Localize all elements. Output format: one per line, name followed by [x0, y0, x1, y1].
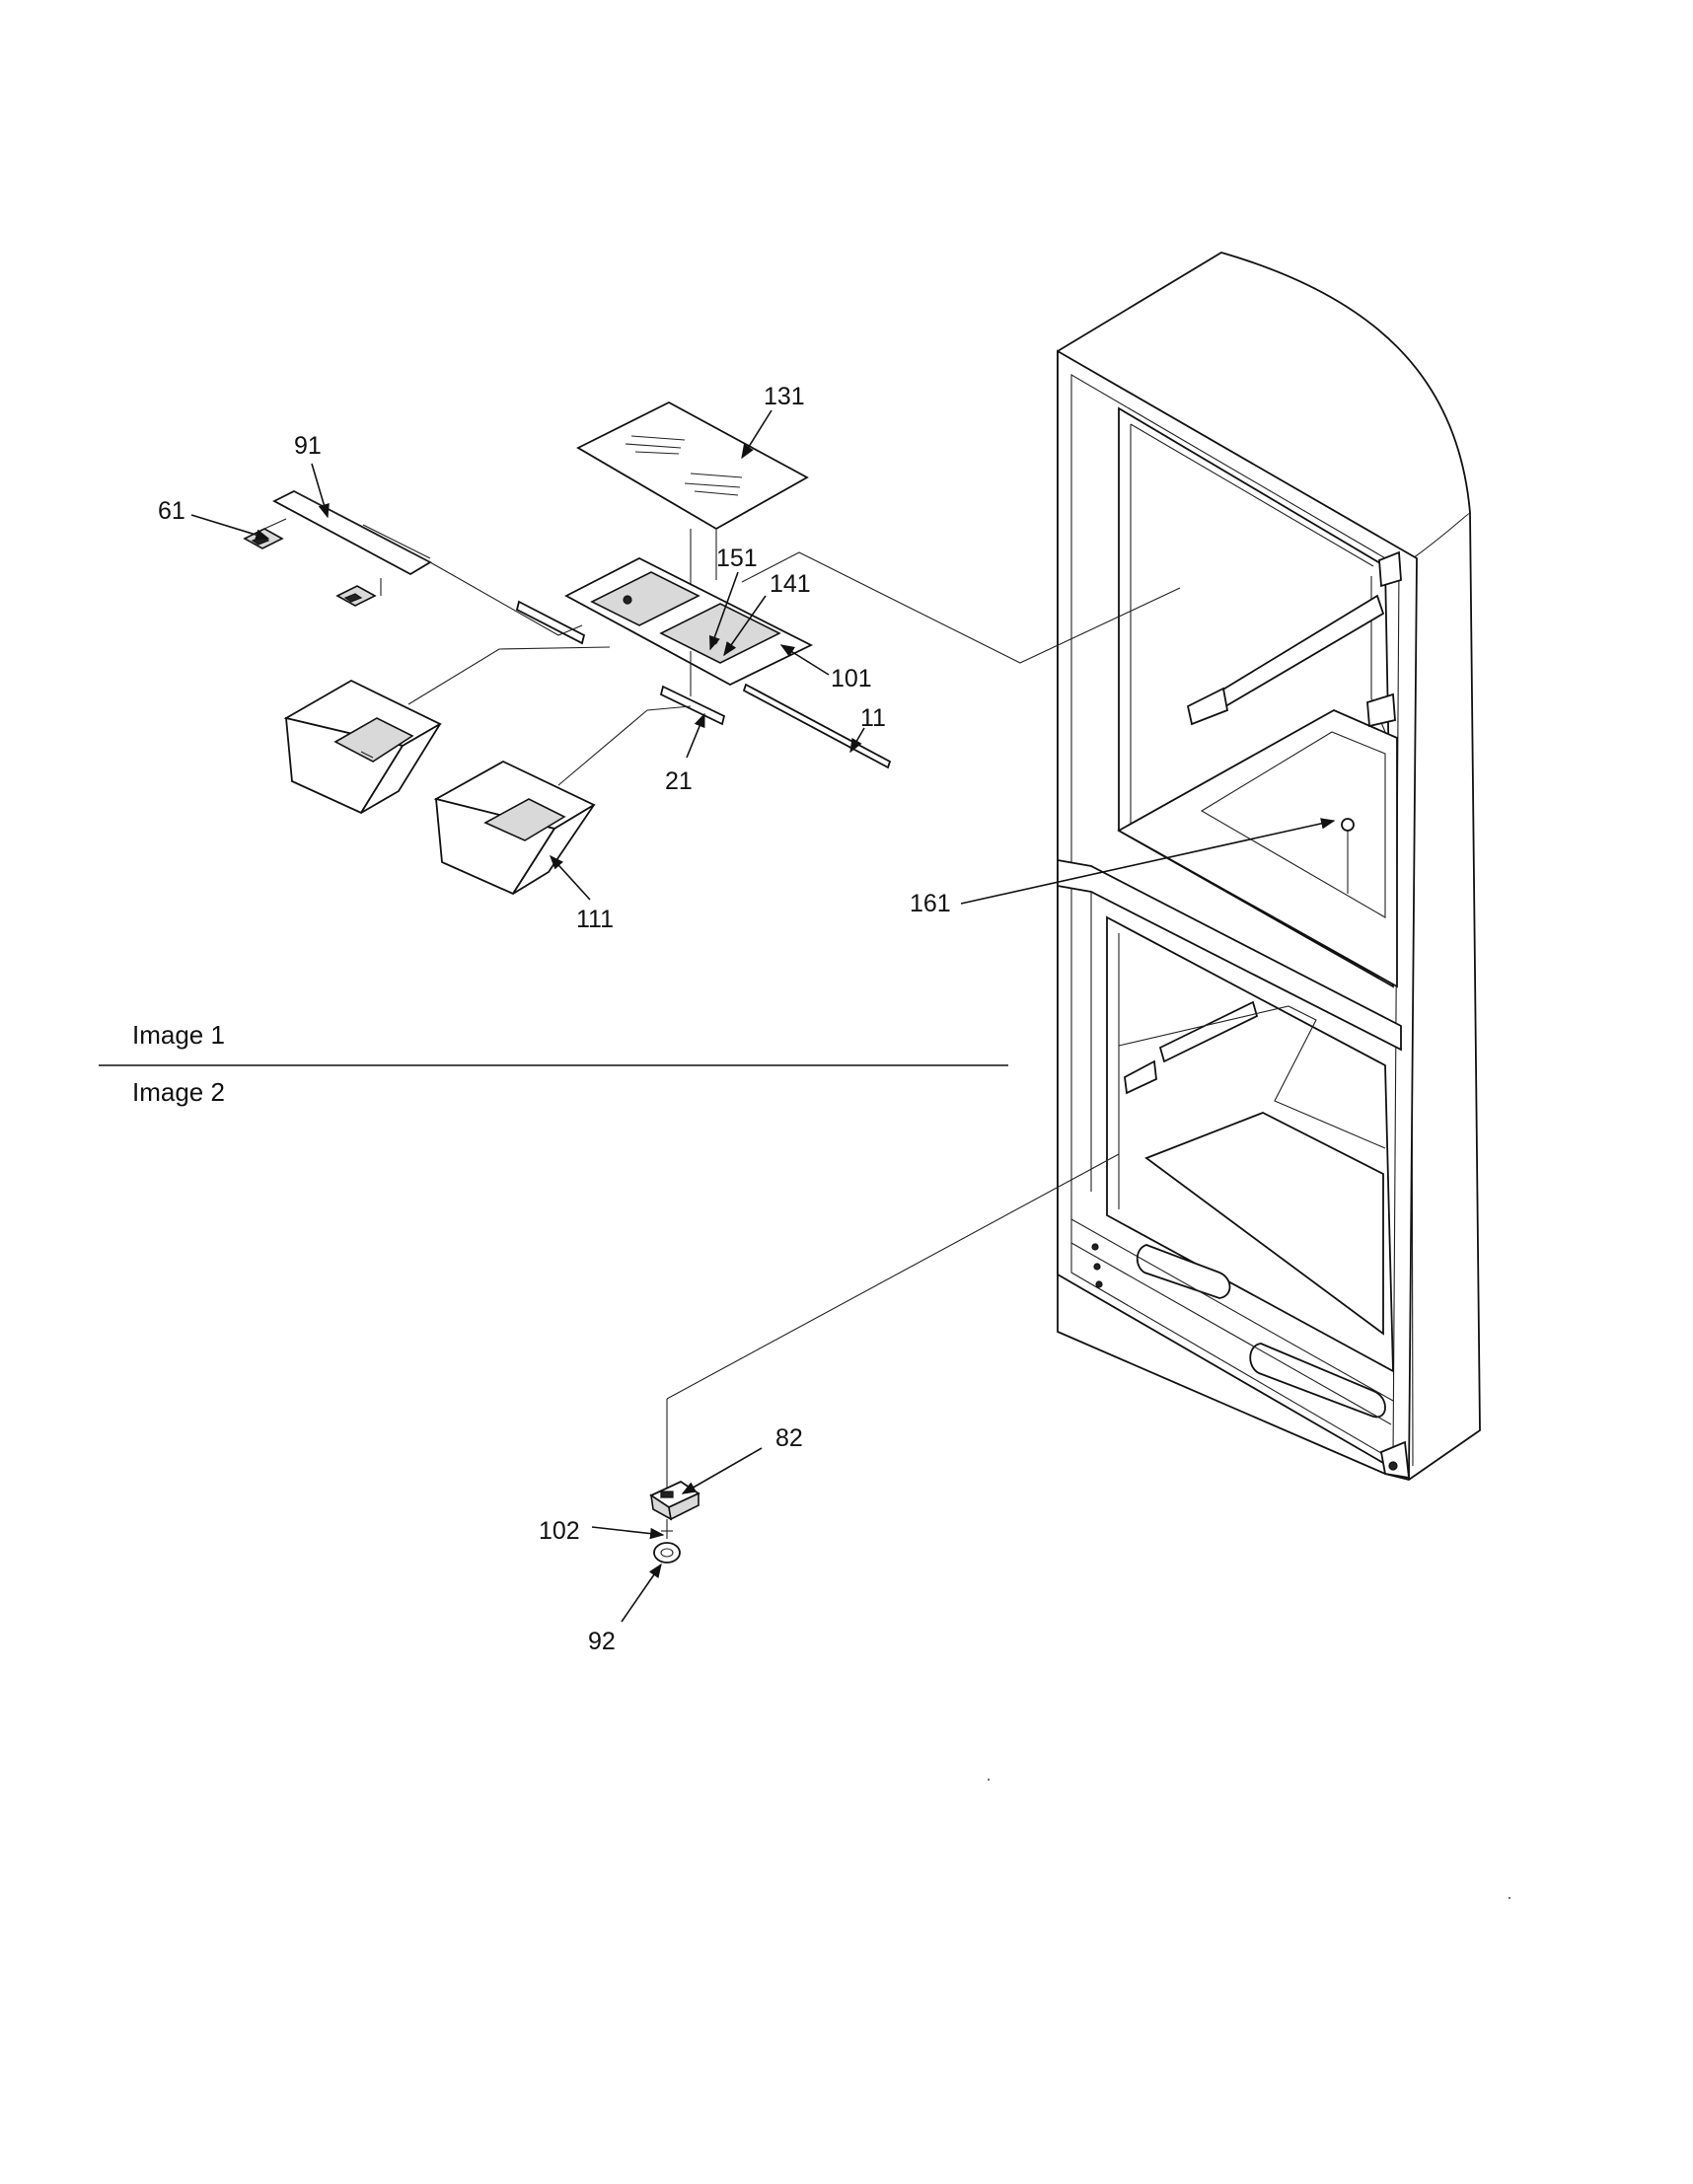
screw-102: [661, 1519, 673, 1539]
part-label-102: 102: [539, 1517, 580, 1545]
shelf-assembly-101: [515, 400, 1181, 769]
part-label-82: 82: [775, 1424, 803, 1452]
part-label-21: 21: [665, 767, 693, 795]
part-labels: 61 91 131 151 141 101 11 21 111 161 82 1…: [158, 383, 951, 1655]
part-label-131: 131: [764, 383, 805, 410]
stray-dot: [1509, 1897, 1510, 1899]
leveler-bracket-82: [649, 1153, 1120, 1521]
stray-dot: [988, 1779, 990, 1781]
part-label-61: 61: [158, 497, 185, 525]
crisper-drawer-left: [283, 646, 611, 815]
part-label-161: 161: [910, 890, 951, 917]
part-label-91: 91: [294, 432, 322, 460]
part-label-111: 111: [576, 906, 614, 933]
rail-91: [272, 489, 583, 636]
part-label-101: 101: [831, 665, 872, 692]
leveler-foot-92: [653, 1542, 681, 1564]
crisper-drawer-right: [433, 705, 692, 896]
refrigerator-cabinet: [1057, 252, 1481, 1481]
callout-leaders: [190, 409, 1336, 1623]
section-label-image-2: Image 2: [132, 1077, 225, 1107]
part-label-11: 11: [860, 704, 886, 732]
part-label-151: 151: [716, 545, 758, 572]
part-label-92: 92: [588, 1628, 616, 1655]
section-label-image-1: Image 1: [132, 1020, 225, 1050]
part-label-141: 141: [770, 570, 811, 598]
